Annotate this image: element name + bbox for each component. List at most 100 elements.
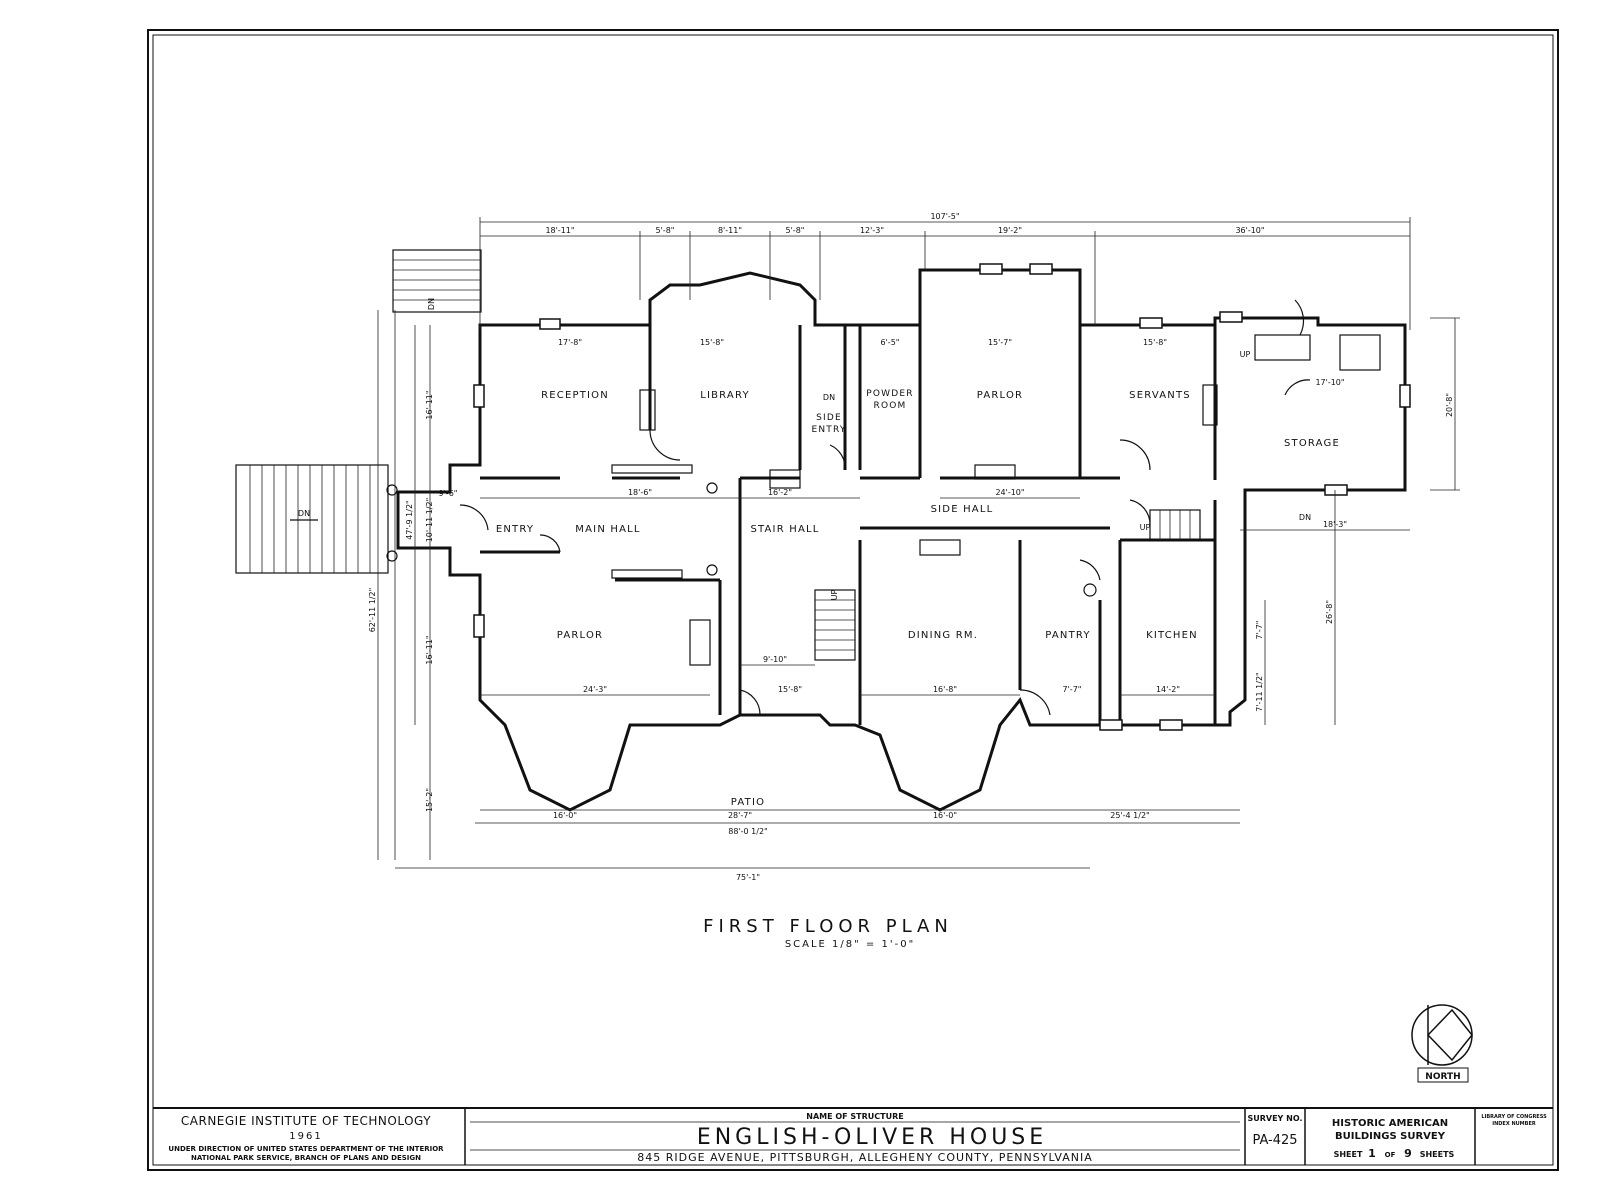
- dim-left-3: 16'-11": [425, 635, 434, 664]
- room-parlor-north: PARLOR: [977, 390, 1023, 401]
- tb-of-word: OF: [1385, 1151, 1396, 1159]
- dn-west-label: DN: [298, 509, 310, 518]
- dim-right-5: 18'-3": [1323, 520, 1347, 529]
- tb-name-label: NAME OF STRUCTURE: [806, 1112, 903, 1121]
- room-servants: SERVANTS: [1129, 390, 1191, 401]
- dim-side-hall-w: 24'-10": [995, 488, 1024, 497]
- main-stair: UP: [814, 589, 856, 661]
- dimension-lines: [377, 217, 1460, 869]
- dim-top-1: 18'-11": [545, 226, 574, 235]
- dn-steps-label: DN: [427, 298, 436, 310]
- room-side-entry-1: SIDE: [816, 413, 842, 423]
- tb-loc-1: LIBRARY OF CONGRESS: [1481, 1114, 1547, 1120]
- tb-habs-2: BUILDINGS SURVEY: [1335, 1131, 1446, 1142]
- north-arrow: NORTH: [1411, 1004, 1473, 1083]
- dim-parlor-n-w: 15'-7": [988, 338, 1012, 347]
- pantry-post: [1083, 583, 1097, 597]
- up-side-label: UP: [1140, 523, 1151, 532]
- dim-top-3: 8'-11": [718, 226, 742, 235]
- door-swings: [459, 299, 1311, 716]
- storage-stair: UP DN: [1240, 334, 1381, 522]
- side-stair: UP: [1140, 509, 1201, 541]
- dim-powder-w: 6'-5": [881, 338, 900, 347]
- title-block: CARNEGIE INSTITUTE OF TECHNOLOGY 1961 UN…: [153, 1107, 1553, 1165]
- tb-survey-no: PA-425: [1252, 1133, 1297, 1148]
- dim-reception-w: 17'-8": [558, 338, 582, 347]
- window-marks: [473, 263, 1411, 731]
- exterior-wall: [396, 268, 1407, 812]
- inner-border: [152, 34, 1554, 1166]
- dim-stair-w: 9'-10": [763, 655, 787, 664]
- room-library: LIBRARY: [700, 390, 750, 401]
- patio-label: PATIO: [731, 797, 765, 808]
- dim-storage-w: 17'-10": [1315, 378, 1344, 387]
- room-entry: ENTRY: [496, 524, 534, 535]
- drawing-scale: SCALE 1/8" = 1'-0": [785, 939, 915, 950]
- room-main-hall: MAIN HALL: [575, 524, 640, 535]
- dim-left-1: 16'-11": [425, 390, 434, 419]
- room-side-entry-2: ENTRY: [811, 425, 846, 435]
- room-stair-hall: STAIR HALL: [750, 524, 819, 535]
- tb-sheet-total: 9: [1404, 1147, 1412, 1160]
- room-dining: DINING RM.: [908, 630, 978, 641]
- dim-bay-1: 16'-0": [553, 811, 577, 820]
- dim-left-5: 62'-11 1/2": [368, 588, 377, 633]
- floor-plan: DN DN: [235, 212, 1460, 882]
- porch-column-south: [386, 550, 398, 562]
- dim-east-w: 25'-4 1/2": [1110, 811, 1149, 820]
- dim-top-2: 5'-8": [656, 226, 675, 235]
- tb-address: 845 RIDGE AVENUE, PITTSBURGH, ALLEGHENY …: [637, 1151, 1092, 1164]
- dim-left-6: 47'-9 1/2": [405, 500, 414, 539]
- up-stair-label: UP: [830, 589, 839, 600]
- dim-right-4: 7'-11 1/2": [1255, 672, 1264, 711]
- dim-patio-w: 28'-7": [728, 811, 752, 820]
- dim-main-hall-w: 18'-6": [628, 488, 652, 497]
- dim-top-6: 19'-2": [998, 226, 1022, 235]
- tb-sheets-word: SHEETS: [1420, 1150, 1455, 1159]
- room-reception: RECEPTION: [541, 390, 609, 401]
- stair-newel-2: [706, 564, 718, 576]
- room-pantry: PANTRY: [1045, 630, 1090, 641]
- dn-side-label: DN: [823, 393, 835, 402]
- room-powder-2: ROOM: [874, 401, 907, 411]
- tb-direction-1: UNDER DIRECTION OF UNITED STATES DEPARTM…: [168, 1145, 444, 1153]
- dim-left-2: 10'-11 1/2": [425, 498, 434, 543]
- dim-library-w: 15'-8": [700, 338, 724, 347]
- tb-survey-label: SURVEY NO.: [1247, 1114, 1302, 1123]
- dim-right-1: 20'-8": [1445, 393, 1454, 417]
- dim-total-s: 88'-0 1/2": [728, 827, 767, 836]
- dim-dining-w: 16'-8": [933, 685, 957, 694]
- west-steps: DN: [235, 464, 389, 574]
- dim-parlor-s-w: 24'-3": [583, 685, 607, 694]
- drawing-title: FIRST FLOOR PLAN: [703, 916, 953, 937]
- north-label: NORTH: [1425, 1072, 1460, 1082]
- room-storage: STORAGE: [1284, 438, 1340, 449]
- room-parlor-south: PARLOR: [557, 630, 603, 641]
- tb-loc-2: INDEX NUMBER: [1492, 1121, 1536, 1127]
- fireplaces: [611, 384, 1218, 666]
- room-powder-1: POWDER: [866, 389, 913, 399]
- tb-structure-name: ENGLISH-OLIVER HOUSE: [697, 1125, 1047, 1150]
- dn-storage-label: DN: [1299, 513, 1311, 522]
- interior-walls: [480, 325, 1217, 725]
- dim-left-4: 15'-2": [425, 788, 434, 812]
- dim-bay-2: 16'-0": [933, 811, 957, 820]
- room-side-hall: SIDE HALL: [931, 504, 994, 515]
- room-labels: RECEPTION LIBRARY SIDE ENTRY POWDER ROOM…: [496, 389, 1340, 808]
- tb-habs-1: HISTORIC AMERICAN: [1332, 1118, 1448, 1129]
- dimension-labels: 107'-5" 18'-11" 5'-8" 8'-11" 5'-8" 12'-3…: [368, 212, 1454, 882]
- dim-pantry-w: 7'-7": [1063, 685, 1082, 694]
- dim-entry-w: 9'-6": [439, 489, 458, 498]
- tb-year: 1961: [289, 1131, 322, 1142]
- dim-right-2: 26'-8": [1325, 600, 1334, 624]
- dim-right-3: 7'-7": [1255, 621, 1264, 640]
- dim-overall-top: 107'-5": [930, 212, 959, 221]
- dim-stair-hall-w: 16'-2": [768, 488, 792, 497]
- tb-sheet-word: SHEET: [1334, 1150, 1363, 1159]
- dim-top-5: 12'-3": [860, 226, 884, 235]
- dim-stair-hall-s: 15'-8": [778, 685, 802, 694]
- dim-top-4: 5'-8": [786, 226, 805, 235]
- dim-servants-w: 15'-8": [1143, 338, 1167, 347]
- tb-institution: CARNEGIE INSTITUTE OF TECHNOLOGY: [181, 1114, 431, 1128]
